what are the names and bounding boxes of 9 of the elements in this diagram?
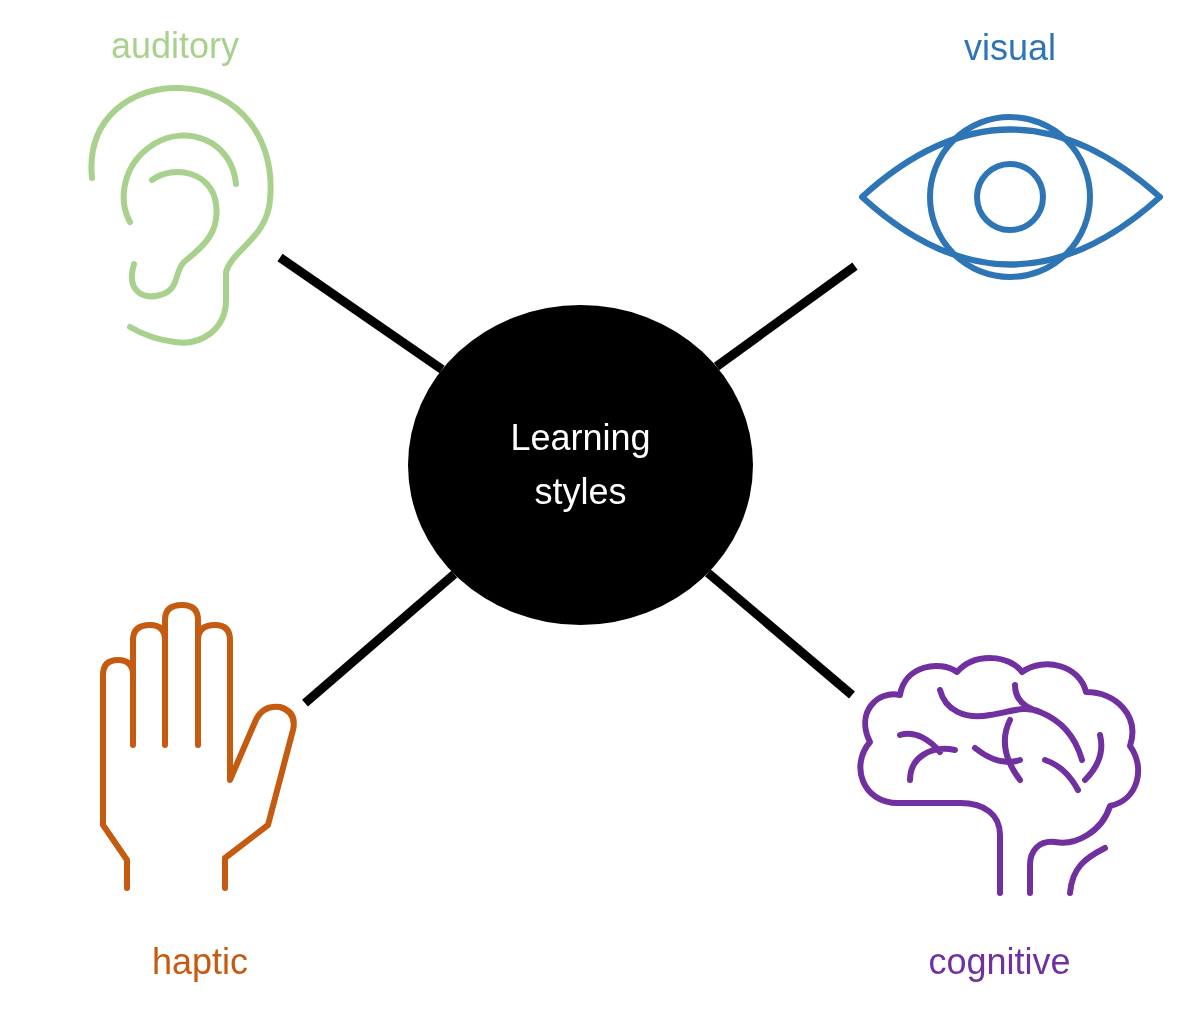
connector-line bbox=[277, 253, 445, 374]
node-label: Learning styles bbox=[509, 416, 652, 514]
connector-line bbox=[302, 570, 458, 707]
connector-line bbox=[705, 569, 855, 699]
connector-line bbox=[713, 262, 858, 371]
category-label: visual bbox=[962, 26, 1057, 70]
category-label: cognitive bbox=[927, 940, 1072, 984]
category-label: auditory bbox=[109, 24, 241, 68]
category-label: haptic bbox=[150, 940, 250, 984]
